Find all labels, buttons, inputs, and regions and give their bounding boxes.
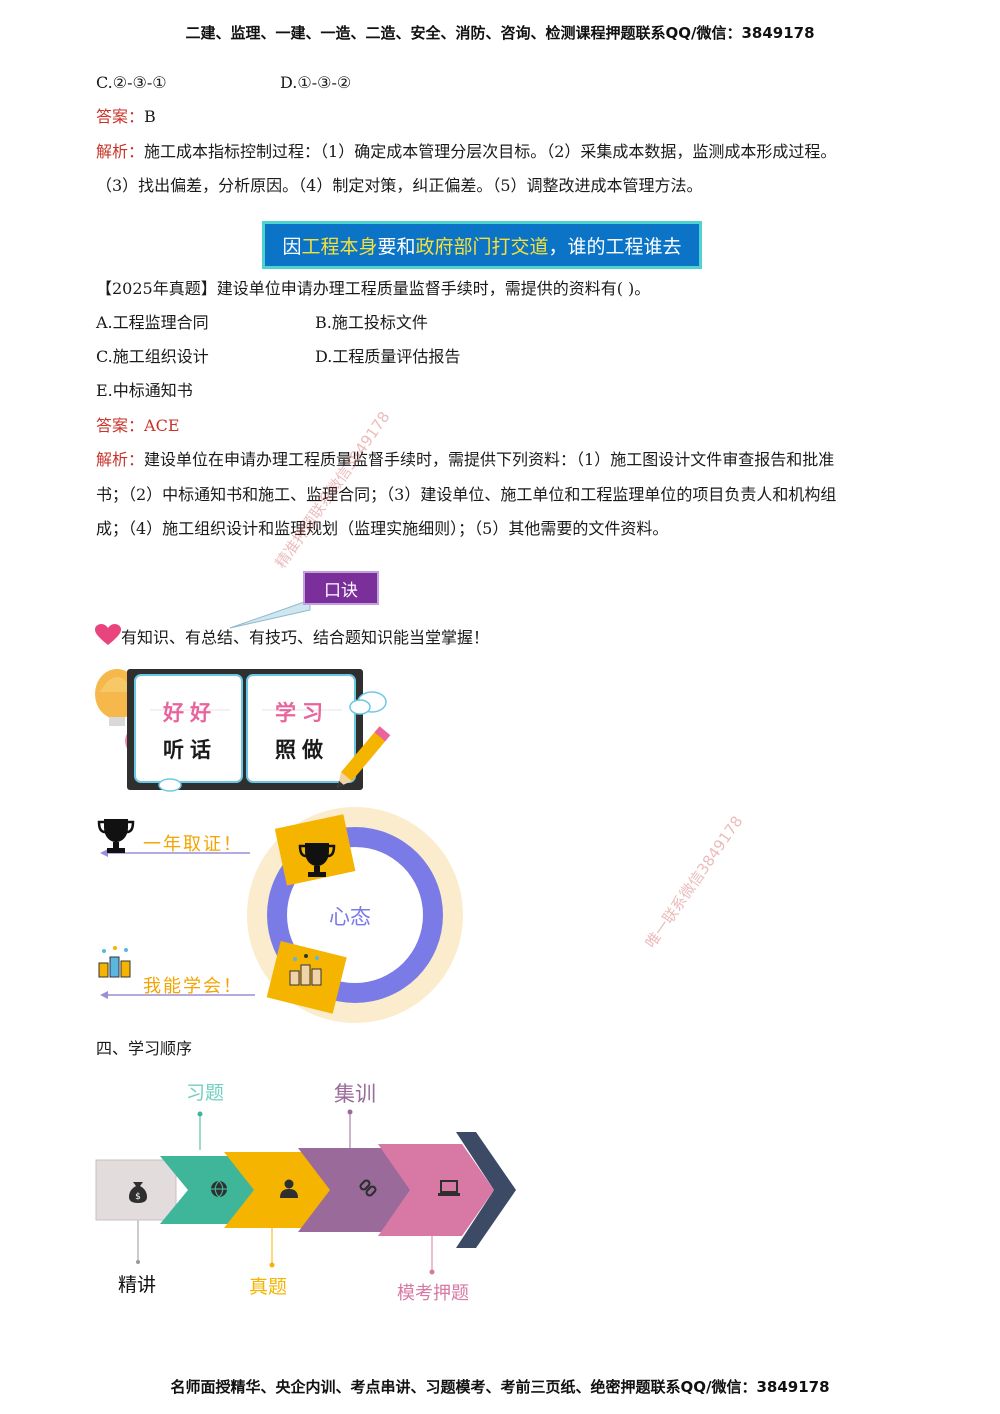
- analysis-text: 建设单位在申请办理工程质量监督手续时，需提供下列资料：（1）施工图设计文件审查报…: [144, 450, 835, 469]
- analysis-text: 施工成本指标控制过程：（1）确定成本管理分层次目标。（2）采集成本数据，监测成本…: [144, 142, 837, 161]
- link-icon: [359, 1179, 377, 1197]
- page-header: 二建、监理、一建、一造、二造、安全、消防、咨询、检测课程押题联系QQ/微信：38…: [185, 24, 815, 42]
- banner-text-2: 要和: [377, 235, 416, 258]
- learning-sequence-diagram: $: [95, 1109, 516, 1275]
- q1-option-d: D.①-③-②: [280, 73, 352, 92]
- mindset-center: 心态: [329, 905, 371, 929]
- watermark-2: 唯一联系微信3849178: [641, 812, 747, 952]
- q2-analysis: 解析：建设单位在申请办理工程质量监督手续时，需提供下列资料：（1）施工图设计文件…: [96, 450, 834, 470]
- answer-value: ACE: [144, 416, 180, 435]
- answer-label: 答案：: [96, 416, 145, 435]
- q2-analysis-line2: 书；（2）中标通知书和施工、监理合同；（3）建设单位、施工单位和工程监理单位的项…: [96, 485, 837, 504]
- banner-text-3: ，谁的工程谁去: [548, 235, 682, 258]
- analysis-label: 解析：: [96, 450, 145, 469]
- step-label-3: 真题: [249, 1276, 288, 1298]
- q2-analysis-line3: 成；（4）施工组织设计和监理规划（监理实施细则）；（5）其他需要的文件资料。: [96, 519, 669, 538]
- q1-analysis-line2: （3）找出偏差，分析原因。（4）制定对策，纠正偏差。（5）调整改进成本管理方法。: [96, 176, 703, 195]
- analysis-label: 解析：: [96, 142, 145, 161]
- q1-option-c: C.②-③-①: [96, 73, 167, 92]
- fists-icon: [289, 954, 322, 986]
- board-left-top: 好好: [163, 701, 217, 725]
- answer-value: B: [144, 107, 156, 126]
- banner-highlight-2: 政府部门打交道: [415, 235, 549, 258]
- trophy-icon: [97, 819, 135, 853]
- q2-answer: 答案：ACE: [96, 416, 180, 436]
- fists-icon: [98, 946, 131, 978]
- trophy-icon: [298, 843, 336, 877]
- pencil-icon: [337, 726, 391, 788]
- page-footer: 名师面授精华、央企内训、考点串讲、习题模考、考前三页纸、绝密押题联系QQ/微信：…: [170, 1378, 830, 1396]
- mindset-diagram: [97, 807, 463, 1023]
- q2-option-b: B.施工投标文件: [315, 313, 428, 332]
- mindset-belief: 我能学会！: [143, 976, 243, 997]
- banner-highlight-1: 工程本身: [301, 235, 378, 258]
- answer-label: 答案：: [96, 107, 145, 126]
- laptop-icon: [438, 1180, 460, 1196]
- step-label-1: 精讲: [118, 1274, 157, 1296]
- q1-answer: 答案：B: [96, 107, 156, 127]
- cloud-icon: [158, 778, 182, 792]
- cloud-icon: [349, 691, 387, 715]
- board-left-bottom: 听话: [163, 738, 217, 762]
- tip-banner: 因工程本身要和政府部门打交道，谁的工程谁去: [262, 221, 702, 269]
- board-illustration: [95, 669, 391, 792]
- board-right-top: 学习: [275, 701, 329, 725]
- banner-text-1: 因: [282, 235, 302, 258]
- section-title: 四、学习顺序: [96, 1039, 193, 1058]
- step-label-5: 模考押题: [397, 1283, 469, 1304]
- mindset-goal: 一年取证！: [143, 834, 243, 855]
- q2-stem: 【2025年真题】建设单位申请办理工程质量监督手续时，需提供的资料有( )。: [96, 279, 651, 298]
- svg-text:$: $: [135, 1192, 141, 1202]
- globe-icon: [211, 1180, 227, 1198]
- callout-pointer: [229, 600, 311, 629]
- q2-option-d: D.工程质量评估报告: [315, 347, 461, 366]
- money-bag-icon: $: [129, 1182, 147, 1203]
- q2-option-e: E.中标通知书: [96, 381, 193, 400]
- step-label-4: 集训: [334, 1082, 376, 1106]
- person-icon: [280, 1179, 298, 1198]
- board-right-bottom: 照做: [275, 738, 329, 762]
- heart-icon: [95, 624, 121, 645]
- q2-option-a: A.工程监理合同: [96, 313, 209, 332]
- q2-option-c: C.施工组织设计: [96, 347, 209, 366]
- mnemonic-text: 有知识、有总结、有技巧、结合题知识能当堂掌握！: [121, 628, 490, 647]
- mnemonic-badge: 口诀: [303, 571, 379, 605]
- q1-analysis: 解析：施工成本指标控制过程：（1）确定成本管理分层次目标。（2）采集成本数据，监…: [96, 142, 836, 162]
- step-label-2: 习题: [186, 1082, 225, 1104]
